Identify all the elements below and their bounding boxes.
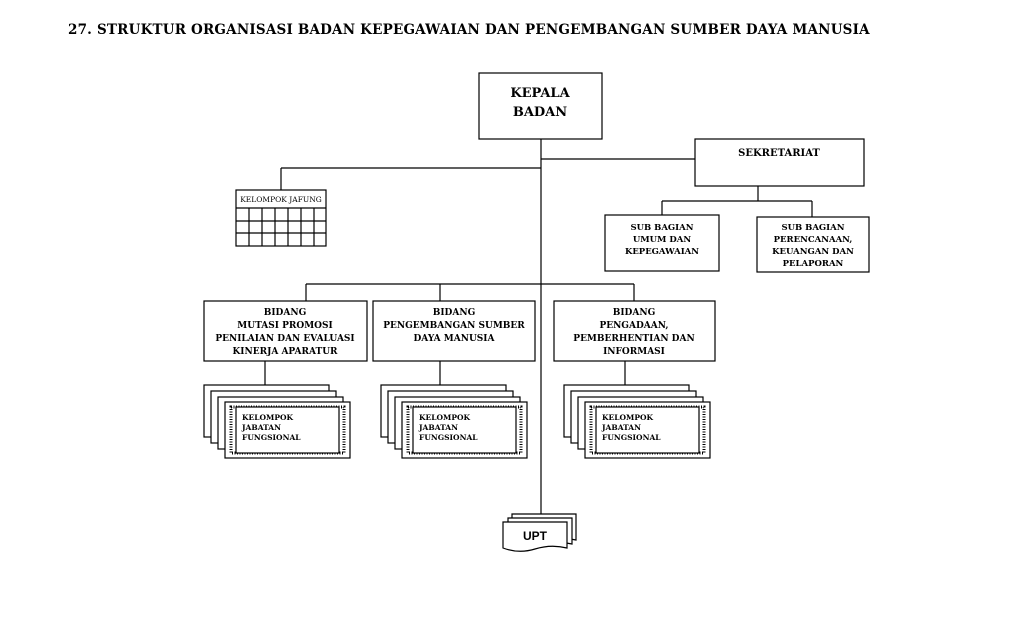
sub-umum-line-3: KEPEGAWAIAN bbox=[625, 247, 699, 257]
kelompok-fungsional-stack-3: KELOMPOK JABATAN FUNGSIONAL bbox=[563, 384, 711, 459]
sub-umum-line-1: SUB BAGIAN bbox=[630, 223, 693, 233]
bidang-pengembangan-line-1: BIDANG bbox=[433, 308, 476, 318]
sub-bagian-umum-box: SUB BAGIAN UMUM DAN KEPEGAWAIAN bbox=[604, 214, 720, 272]
sub-perencanaan-line-3: KEUANGAN DAN bbox=[772, 247, 854, 257]
kelompok-3-line-1: KELOMPOK bbox=[602, 413, 654, 422]
kelompok-3-line-3: FUNGSIONAL bbox=[602, 433, 661, 442]
kelompok-2-line-3: FUNGSIONAL bbox=[419, 433, 478, 442]
sub-perencanaan-line-2: PERENCANAAN, bbox=[774, 235, 853, 245]
kelompok-1-line-1: KELOMPOK bbox=[242, 413, 294, 422]
kelompok-fungsional-stack-1: KELOMPOK JABATAN FUNGSIONAL bbox=[203, 384, 351, 459]
bidang-pengadaan-line-3: PEMBERHENTIAN DAN bbox=[573, 334, 694, 344]
kepala-line-2: BADAN bbox=[513, 105, 567, 120]
kelompok-3-line-2: JABATAN bbox=[601, 423, 641, 432]
kelompok-1-line-3: FUNGSIONAL bbox=[242, 433, 301, 442]
kelompok-jafung-grid: KELOMPOK JAFUNG bbox=[235, 189, 327, 247]
kelompok-1-line-2: JABATAN bbox=[241, 423, 281, 432]
kelompok-2-line-2: JABATAN bbox=[418, 423, 458, 432]
kelompok-2-line-1: KELOMPOK bbox=[419, 413, 471, 422]
bidang-pengembangan-line-2: PENGEMBANGAN SUMBER bbox=[383, 321, 525, 331]
sub-perencanaan-line-4: PELAPORAN bbox=[783, 259, 844, 269]
bidang-pengadaan-box: BIDANG PENGADAAN, PEMBERHENTIAN DAN INFO… bbox=[553, 300, 716, 362]
jafung-label: KELOMPOK JAFUNG bbox=[240, 195, 322, 204]
bidang-pengembangan-line-3: DAYA MANUSIA bbox=[413, 334, 495, 344]
sub-bagian-perencanaan-box: SUB BAGIAN PERENCANAAN, KEUANGAN DAN PEL… bbox=[756, 216, 870, 273]
kelompok-fungsional-stack-2: KELOMPOK JABATAN FUNGSIONAL bbox=[380, 384, 528, 459]
connector-lines bbox=[264, 139, 813, 518]
bidang-mutasi-line-4: KINERJA APARATUR bbox=[232, 347, 338, 357]
bidang-mutasi-box: BIDANG MUTASI PROMOSI PENILAIAN DAN EVAL… bbox=[203, 300, 368, 362]
bidang-pengadaan-line-2: PENGADAAN, bbox=[599, 321, 668, 331]
sekretariat-box: SEKRETARIAT bbox=[694, 138, 865, 187]
sub-umum-line-2: UMUM DAN bbox=[633, 235, 692, 245]
kepala-badan-box: KEPALA BADAN bbox=[478, 72, 603, 140]
upt-label: UPT bbox=[523, 529, 548, 543]
bidang-mutasi-line-1: BIDANG bbox=[264, 308, 307, 318]
page-title: 27. STRUKTUR ORGANISASI BADAN KEPEGAWAIA… bbox=[68, 22, 870, 38]
upt-box: UPT bbox=[502, 513, 577, 552]
sub-perencanaan-line-1: SUB BAGIAN bbox=[781, 223, 844, 233]
bidang-mutasi-line-2: MUTASI PROMOSI bbox=[237, 321, 332, 331]
bidang-mutasi-line-3: PENILAIAN DAN EVALUASI bbox=[215, 334, 354, 344]
bidang-pengadaan-line-4: INFORMASI bbox=[603, 347, 665, 357]
sekretariat-label: SEKRETARIAT bbox=[738, 148, 820, 159]
kepala-line-1: KEPALA bbox=[510, 86, 570, 101]
bidang-pengembangan-box: BIDANG PENGEMBANGAN SUMBER DAYA MANUSIA bbox=[372, 300, 536, 362]
bidang-pengadaan-line-1: BIDANG bbox=[613, 308, 656, 318]
